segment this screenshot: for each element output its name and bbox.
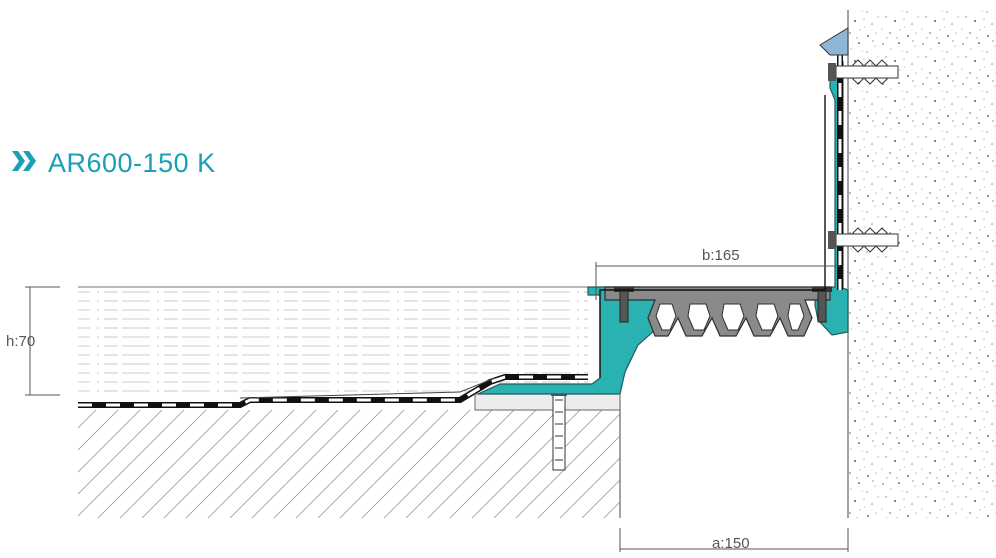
bedding-plate [474, 393, 621, 411]
waterproof-membrane [78, 374, 588, 408]
concrete-wall [848, 10, 996, 518]
wall-anchor-top [828, 59, 899, 85]
dimension-top-width [595, 262, 840, 300]
wall-sealant [819, 27, 849, 56]
height-label: h:70 [6, 333, 35, 350]
dimension-height [25, 286, 60, 396]
double-chevron-icon [12, 151, 38, 176]
product-title-text: AR600-150 K [48, 148, 216, 178]
floor-anchor [551, 388, 567, 471]
top-width-label: b:165 [702, 247, 740, 264]
base-slab [78, 410, 620, 518]
screed-layer [78, 287, 588, 399]
wall-anchor-bottom [828, 227, 899, 253]
product-title: AR600-150 K [12, 148, 216, 179]
insert-cells [655, 303, 805, 331]
dimension-bottom-width [619, 528, 849, 552]
bottom-width-label: a:150 [712, 535, 750, 552]
wall-membrane [599, 55, 843, 378]
